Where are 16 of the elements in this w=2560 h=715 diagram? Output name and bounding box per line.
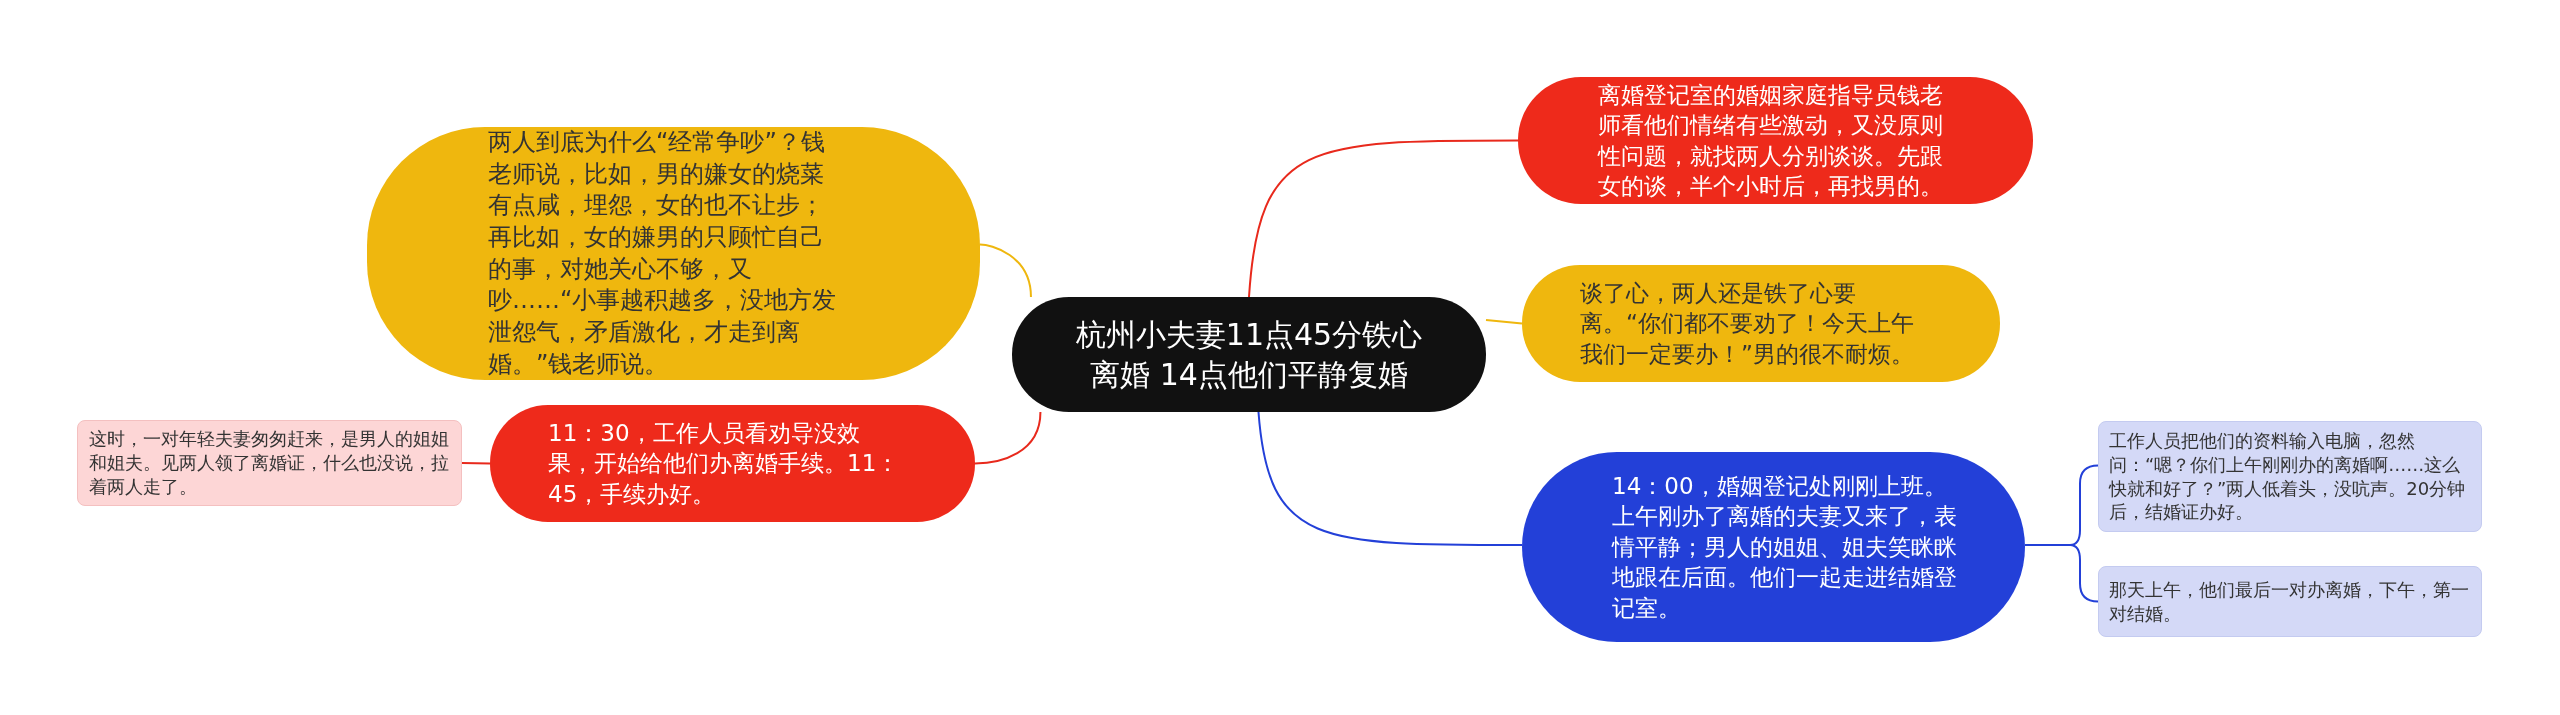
branch-line xyxy=(1485,319,1523,325)
branch-line xyxy=(461,462,491,465)
note-box: 工作人员把他们的资料输入电脑，忽然问：“嗯？你们上午刚刚办的离婚啊……这么快就和好了？”两人低着头，没吭声。20分钟后，结婚证办好。 xyxy=(2098,421,2482,532)
note-box: 这时，一对年轻夫妻匆匆赶来，是男人的姐姐和姐夫。见两人领了离婚证，什么也没说，拉着两人走了。 xyxy=(77,420,462,506)
central-topic: 杭州小夫妻11点45分铁心离婚 14点他们平静复婚 xyxy=(1012,297,1486,412)
branch-line xyxy=(1248,139,1519,298)
topic-bubble: 11：30，工作人员看劝导没效果，开始给他们办离婚手续。11：45，手续办好。 xyxy=(490,405,975,522)
topic-bubble: 两人到底为什么“经常争吵”？钱老师说，比如，男的嫌女的烧菜有点咸，埋怨，女的也不让步；再比如，女的嫌男的只顾忙自己的事，对她关心不够，又吵……“小事越积越多，没地方发泄怨气，矛盾激化，才走到离婚。”钱老师说。 xyxy=(367,127,980,381)
topic-bubble: 14：00，婚姻登记处刚刚上班。上午刚办了离婚的夫妻又来了，表情平静；男人的姐姐、姐夫笑眯眯地跟在后面。他们一起走进结婚登记室。 xyxy=(1522,452,2025,642)
branch-line xyxy=(974,411,1042,465)
note-box: 那天上午，他们最后一对办离婚，下午，第一对结婚。 xyxy=(2098,566,2482,637)
branch-line xyxy=(1257,411,1523,547)
topic-bubble: 谈了心，两人还是铁了心要离。“你们都不要劝了！今天上午我们一定要办！”男的很不耐烦。 xyxy=(1522,265,2000,382)
branch-line xyxy=(979,243,1032,298)
topic-bubble: 离婚登记室的婚姻家庭指导员钱老师看他们情绪有些激动，又没原则性问题，就找两人分别谈谈。先跟女的谈，半个小时后，再找男的。 xyxy=(1518,77,2033,204)
branch-line xyxy=(2024,544,2099,603)
